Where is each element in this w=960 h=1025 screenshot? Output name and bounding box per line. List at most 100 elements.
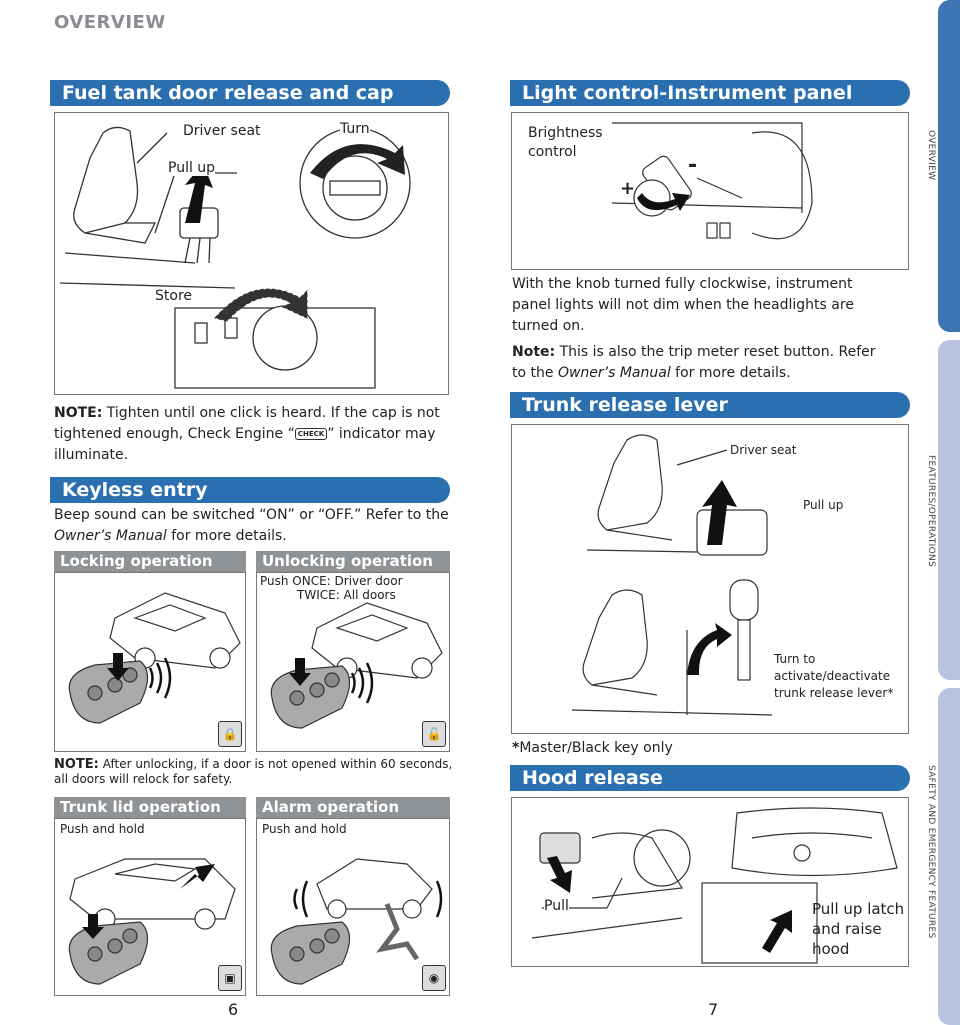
unlock-icon: 🔓 <box>422 721 446 747</box>
unlocking-illustration <box>270 602 443 729</box>
keyless-intro-manual: Owner’s Manual <box>54 528 167 544</box>
store-arrow <box>214 288 308 322</box>
label-brightness: Brightness <box>528 125 603 141</box>
label-control: control <box>528 144 577 160</box>
tab-overview[interactable] <box>938 0 960 332</box>
trunk-icon: ▣ <box>218 965 242 991</box>
hood-label-latch-2: and raise <box>812 920 882 938</box>
dashboard-drawing <box>611 122 813 240</box>
tab-label-features: FEATURES/OPERATIONS <box>926 455 936 568</box>
key-turn-arrow <box>687 623 732 675</box>
car-drawing-3 <box>69 858 236 930</box>
tab-label-safety: SAFETY AND EMERGENCY FEATURES <box>926 765 936 939</box>
light-illustration-box <box>511 112 909 270</box>
alarm-illustration <box>270 858 443 985</box>
light-header: Light control-Instrument panel <box>510 80 910 106</box>
car-front-drawing <box>701 807 898 964</box>
tab-features[interactable] <box>938 340 960 680</box>
keyless-intro-1: Beep sound can be switched “ON” or “OFF.… <box>54 507 449 523</box>
light-illustration <box>611 122 813 240</box>
turn-arrow <box>310 144 405 179</box>
trunk-label-turn-3: trunk release lever* <box>774 686 894 700</box>
trunk-footnote-text: Master/Black key only <box>519 740 673 756</box>
car-drawing-4 <box>316 858 433 919</box>
trunk-open-arrow <box>175 864 215 894</box>
tab-safety[interactable] <box>938 688 960 1025</box>
pull-up-arrow <box>185 163 213 223</box>
fuel-illustration-box <box>54 112 449 395</box>
remote-drawing-4 <box>270 921 351 985</box>
trunk-footnote-star: * <box>512 740 520 756</box>
hood-label-pull: Pull <box>544 898 569 914</box>
trunk-illustration <box>571 434 773 716</box>
hood-label-latch-3: hood <box>812 940 850 958</box>
light-note-2: for more details. <box>670 365 791 381</box>
light-note-manual: Owner’s Manual <box>557 365 671 381</box>
unlocking-line-1: Push ONCE: Driver door <box>260 574 403 588</box>
keyless-intro-2: for more details. <box>166 528 287 544</box>
light-note-1: This is also the trip meter reset button… <box>512 344 876 381</box>
locking-header: Locking operation <box>54 551 246 572</box>
trunk-lid-box <box>54 818 246 996</box>
alarm-icon: ◉ <box>422 965 446 991</box>
store-drawing <box>174 305 376 389</box>
trunk-header: Trunk release lever <box>510 392 910 418</box>
tab-label-overview: OVERVIEW <box>926 130 936 181</box>
locking-illustration <box>68 592 241 724</box>
trunk-label-turn-2: activate/deactivate <box>774 669 891 683</box>
label-pull-up: Pull up <box>168 160 216 176</box>
alarm-header: Alarm operation <box>256 797 450 818</box>
light-note: Note: This is also the trip meter reset … <box>512 342 887 384</box>
light-text: With the knob turned fully clockwise, in… <box>512 276 854 334</box>
trunk-lid-text: Push and hold <box>60 822 145 836</box>
trunk-seat-drawing-2 <box>571 589 773 716</box>
remote-drawing-2 <box>270 665 351 729</box>
trunk-lever-drawing <box>696 509 768 556</box>
hood-illustration <box>531 807 898 964</box>
trunk-label-driver-seat: Driver seat <box>730 443 797 457</box>
alarm-box <box>256 818 450 996</box>
keyless-intro: Beep sound can be switched “ON” or “OFF.… <box>54 505 454 547</box>
trunk-label-turn-1: Turn to <box>774 652 816 666</box>
page-number-right: 7 <box>708 1000 719 1019</box>
fuel-note-text-2: ” indicator may illuminate. <box>54 426 436 463</box>
label-minus: - <box>688 153 698 178</box>
fuel-note: NOTE: Tighten until one click is heard. … <box>54 403 449 466</box>
keyless-note-text: After unlocking, if a door is not opened… <box>54 757 453 786</box>
trunk-footnote: *Master/Black key only <box>512 738 673 759</box>
driver-seat-drawing <box>59 126 236 289</box>
hood-pull-arrow <box>547 856 572 893</box>
latch-arrow <box>762 910 792 953</box>
press-arrow-2 <box>289 658 311 686</box>
fuel-note-text-1: Tighten until one click is heard. If the… <box>54 405 440 442</box>
hood-header: Hood release <box>510 765 910 791</box>
car-drawing-2 <box>311 602 443 679</box>
keyless-note-label: NOTE: <box>54 757 99 772</box>
hood-label-latch-1: Pull up latch <box>812 900 905 918</box>
hood-illustration-box <box>511 797 909 967</box>
car-drawing <box>109 592 241 669</box>
locking-box <box>54 572 246 752</box>
label-driver-seat: Driver seat <box>183 123 261 139</box>
label-turn: Turn <box>340 121 370 137</box>
label-store: Store <box>155 288 193 304</box>
unlocking-box <box>256 572 450 752</box>
fuel-header: Fuel tank door release and cap <box>50 80 450 106</box>
trunk-lid-illustration <box>68 858 236 985</box>
keyless-note: NOTE: After unlocking, if a door is not … <box>54 757 454 787</box>
check-engine-icon: CHECK <box>294 428 328 440</box>
page-number-left: 6 <box>228 1000 239 1019</box>
trunk-lid-header: Trunk lid operation <box>54 797 246 818</box>
press-arrow <box>107 653 129 681</box>
keyless-header: Keyless entry <box>50 477 450 503</box>
remote-drawing <box>68 660 149 724</box>
burglar-figure <box>376 903 420 961</box>
fuel-note-label: NOTE: <box>54 405 103 421</box>
alarm-text: Push and hold <box>262 822 347 836</box>
trunk-pull-up-arrow <box>702 480 737 545</box>
page-title: OVERVIEW <box>54 12 166 33</box>
rotate-arrow <box>637 193 690 211</box>
label-plus: + <box>620 178 636 199</box>
light-note-label: Note: <box>512 344 556 360</box>
unlocking-line-2: TWICE: All doors <box>297 588 396 602</box>
